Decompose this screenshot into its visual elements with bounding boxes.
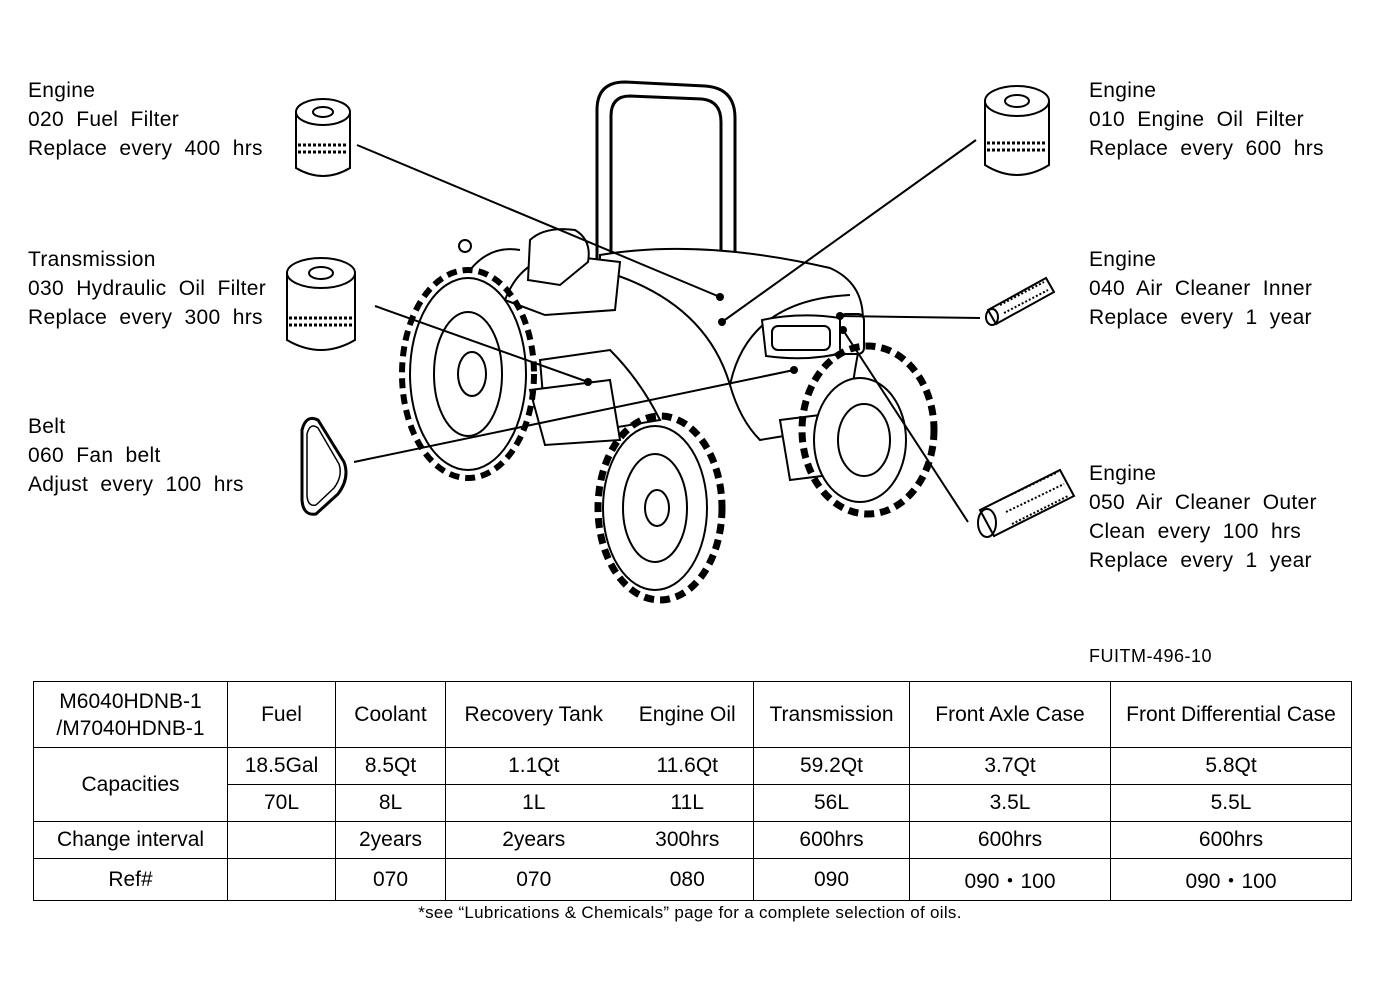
front-right-wheel <box>798 342 938 518</box>
figure-id: FUITM-496-10 <box>1089 646 1213 666</box>
ref-fuel <box>227 858 336 901</box>
cap-us-front-diff: 5.8Qt <box>1110 747 1352 785</box>
cap-metric-fuel: 70L <box>227 784 336 822</box>
cap-metric-recovery-tank: 1L <box>445 784 622 822</box>
cap-us-fuel: 18.5Gal <box>227 747 336 785</box>
callout-air-outer-clean: Clean every 100 hrs <box>1089 520 1302 543</box>
interval-front-axle: 600hrs <box>909 821 1111 859</box>
interval-recovery-tank: 2years <box>445 821 622 859</box>
callout-air-cleaner-outer: Engine 050 Air Cleaner Outer Clean every… <box>1089 459 1317 575</box>
ref-engine-oil: 080 <box>621 858 754 901</box>
callout-oil-filter-system: Engine <box>1089 79 1157 102</box>
cap-us-recovery-tank: 1.1Qt <box>445 747 622 785</box>
ref-recovery-tank: 070 <box>445 858 622 901</box>
interval-coolant: 2years <box>335 821 446 859</box>
tractor-maintenance-illustration <box>286 80 1076 604</box>
callout-air-outer-part: 050 Air Cleaner Outer <box>1089 491 1317 514</box>
callout-hydraulic-filter-part: 030 Hydraulic Oil Filter <box>28 277 267 300</box>
table-row-capacities-metric: 70L 8L 1L 11L 56L 3.5L 5.5L <box>34 784 1352 822</box>
oil-filter-drawing <box>984 85 1050 176</box>
callout-fan-belt-interval: Adjust every 100 hrs <box>28 473 244 496</box>
cap-metric-front-diff: 5.5L <box>1110 784 1352 822</box>
callout-fan-belt-system: Belt <box>28 415 66 438</box>
tractor-grille <box>760 313 865 360</box>
interval-transmission: 600hrs <box>753 821 910 859</box>
inner-air-element-drawing <box>985 276 1056 326</box>
header-front-axle-case: Front Axle Case <box>909 681 1111 748</box>
ref-transmission: 090 <box>753 858 910 901</box>
fuel-filter-drawing <box>295 98 351 177</box>
capacities-label: Capacities <box>33 747 228 822</box>
callout-air-cleaner-inner: Engine 040 Air Cleaner Inner Replace eve… <box>1089 245 1312 332</box>
callout-fuel-filter-interval: Replace every 400 hrs <box>28 137 263 160</box>
header-transmission: Transmission <box>753 681 910 748</box>
header-engine-oil: Engine Oil <box>621 681 754 748</box>
change-interval-label: Change interval <box>33 821 228 859</box>
callout-fuel-filter-part: 020 Fuel Filter <box>28 108 179 131</box>
cap-us-engine-oil: 11.6Qt <box>621 747 754 785</box>
cap-metric-engine-oil: 11L <box>621 784 754 822</box>
table-row-change-interval: Change interval 2years 2years 300hrs 600… <box>33 821 1352 859</box>
rear-left-wheel <box>399 267 537 481</box>
interval-fuel <box>227 821 336 859</box>
table-row-capacities-us: Capacities 18.5Gal 8.5Qt 1.1Qt 11.6Qt 59… <box>33 747 1352 822</box>
front-left-wheel <box>594 412 726 604</box>
callout-air-outer-system: Engine <box>1089 462 1157 485</box>
ref-coolant: 070 <box>335 858 446 901</box>
callout-oil-filter-part: 010 Engine Oil Filter <box>1089 108 1304 131</box>
callout-fuel-filter-system: Engine <box>28 79 96 102</box>
ref-front-axle: 090・100 <box>909 858 1111 901</box>
footnote: *see “Lubrications & Chemicals” page for… <box>418 903 962 922</box>
callout-oil-filter-interval: Replace every 600 hrs <box>1089 137 1324 160</box>
ref-front-diff: 090・100 <box>1110 858 1352 901</box>
callout-air-outer-replace: Replace every 1 year <box>1089 549 1312 572</box>
callout-fan-belt: Belt 060 Fan belt Adjust every 100 hrs <box>28 412 244 499</box>
callout-oil-filter: Engine 010 Engine Oil Filter Replace eve… <box>1089 76 1324 163</box>
callout-fuel-filter: Engine 020 Fuel Filter Replace every 400… <box>28 76 263 163</box>
callout-hydraulic-filter: Transmission 030 Hydraulic Oil Filter Re… <box>28 245 266 332</box>
table-row-ref: Ref# 070 070 080 090 090・100 090・100 <box>33 858 1352 901</box>
hydraulic-filter-drawing <box>286 257 356 351</box>
callout-air-inner-interval: Replace every 1 year <box>1089 306 1312 329</box>
cap-us-front-axle: 3.7Qt <box>909 747 1111 785</box>
cap-us-transmission: 59.2Qt <box>753 747 910 785</box>
callout-hydraulic-filter-interval: Replace every 300 hrs <box>28 306 263 329</box>
capacities-table: M6040HDNB-1 /M7040HDNB-1 Fuel Coolant Re… <box>33 681 1352 901</box>
leader-lines <box>353 139 981 523</box>
leader-dots <box>584 293 847 386</box>
model-header-cell: M6040HDNB-1 /M7040HDNB-1 <box>33 681 228 748</box>
callout-air-inner-part: 040 Air Cleaner Inner <box>1089 277 1313 300</box>
header-coolant: Coolant <box>335 681 446 748</box>
table-header-row: M6040HDNB-1 /M7040HDNB-1 Fuel Coolant Re… <box>33 681 1352 748</box>
ref-label: Ref# <box>33 858 228 901</box>
interval-front-diff: 600hrs <box>1110 821 1352 859</box>
cap-metric-transmission: 56L <box>753 784 910 822</box>
header-fuel: Fuel <box>227 681 336 748</box>
callout-air-inner-system: Engine <box>1089 248 1157 271</box>
cap-metric-front-axle: 3.5L <box>909 784 1111 822</box>
callout-fan-belt-part: 060 Fan belt <box>28 444 161 467</box>
cap-us-coolant: 8.5Qt <box>335 747 446 785</box>
header-front-differential-case: Front Differential Case <box>1110 681 1352 748</box>
model-line-2: /M7040HDNB-1 <box>56 716 205 740</box>
model-line-1: M6040HDNB-1 <box>59 689 202 713</box>
cap-metric-coolant: 8L <box>335 784 446 822</box>
outer-air-element-drawing <box>977 468 1076 538</box>
fan-belt-drawing <box>300 416 348 516</box>
callout-hydraulic-filter-system: Transmission <box>28 248 156 271</box>
header-recovery-tank: Recovery Tank <box>445 681 622 748</box>
rops-rollbar <box>595 80 737 300</box>
interval-engine-oil: 300hrs <box>621 821 754 859</box>
